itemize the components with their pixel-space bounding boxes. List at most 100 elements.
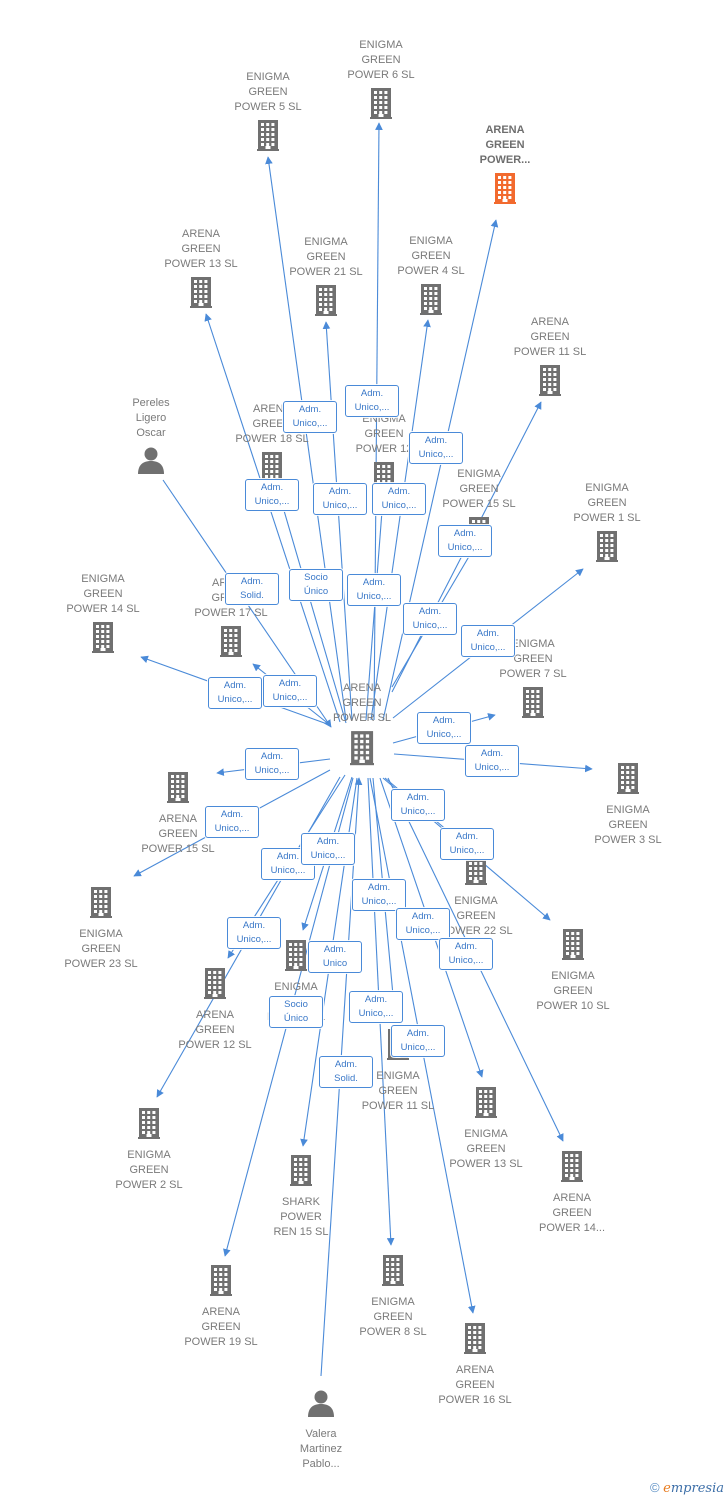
- node-eg1[interactable]: ENIGMA GREEN POWER 1 SL: [547, 481, 667, 567]
- edge-label-eg12[interactable]: Adm. Unico,...: [347, 574, 401, 606]
- edge-center-eg6: [373, 122, 383, 721]
- edge-label-ag13t[interactable]: Adm. Unico,...: [245, 479, 299, 511]
- edge-label-eg15[interactable]: Adm. Unico,...: [403, 603, 457, 635]
- edge-label-eg13[interactable]: Adm. Unico,...: [396, 908, 450, 940]
- edge-label-agp[interactable]: Adm. Unico,...: [409, 432, 463, 464]
- building-icon: [118, 771, 238, 808]
- edge-label-ag14[interactable]: Adm. Unico,...: [439, 938, 493, 970]
- node-valera[interactable]: Valera Martinez Pablo...: [261, 1388, 381, 1472]
- node-label: ENIGMA GREEN POWER 6 SL: [347, 39, 415, 81]
- edge-label-eg4[interactable]: Adm. Unico,...: [372, 483, 426, 515]
- node-center[interactable]: ARENA GREEN POWER SL: [302, 681, 422, 770]
- node-label: ARENA GREEN POWER...: [479, 124, 531, 166]
- node-label: ARENA GREEN POWER 19 SL: [184, 1306, 258, 1348]
- edge-label-ag17[interactable]: Adm. Unico,...: [263, 675, 317, 707]
- edge-label-ag18[interactable]: Socio Único: [289, 569, 343, 601]
- node-eg8[interactable]: ENIGMA GREEN POWER 8 SL: [333, 1254, 453, 1340]
- edge-label-egsl[interactable]: Adm. Unico,...: [301, 833, 355, 865]
- building-icon: [89, 1107, 209, 1144]
- node-ag14[interactable]: ARENA GREEN POWER 14...: [512, 1150, 632, 1236]
- building-icon: [241, 1154, 361, 1191]
- edge-center-eg12: [365, 497, 387, 721]
- building-icon: [568, 762, 688, 799]
- node-label: ARENA GREEN POWER 15 SL: [141, 813, 215, 855]
- node-pereles[interactable]: Pereles Ligero Oscar: [91, 396, 211, 480]
- edge-label-eg3[interactable]: Adm. Unico,...: [465, 745, 519, 777]
- node-eg23[interactable]: ENIGMA GREEN POWER 23 SL: [41, 886, 161, 972]
- edge-center-eg5: [265, 156, 347, 721]
- node-eg22[interactable]: ENIGMA GREEN POWER 22 SL: [416, 853, 536, 939]
- edge-label-eg22[interactable]: Adm. Unico,...: [391, 789, 445, 821]
- edge-label-eg1[interactable]: Adm. Unico,...: [461, 625, 515, 657]
- node-label: ARENA GREEN POWER 13 SL: [164, 228, 238, 270]
- edge-label-shark[interactable]: Adm. Unico: [308, 941, 362, 973]
- edge-label-pereles[interactable]: Adm. Solid.: [225, 573, 279, 605]
- node-agp[interactable]: ARENA GREEN POWER...: [445, 123, 565, 209]
- node-eg2[interactable]: ENIGMA GREEN POWER 2 SL: [89, 1107, 209, 1193]
- footer-brand[interactable]: © empresia: [650, 1480, 724, 1496]
- edge-label-eg14[interactable]: Adm. Unico,...: [208, 677, 262, 709]
- node-ag19[interactable]: ARENA GREEN POWER 19 SL: [161, 1264, 281, 1350]
- node-ag18[interactable]: ARENA GREEN POWER 18 SL: [212, 402, 332, 488]
- edge-center-eg21: [322, 321, 353, 721]
- node-label: ARENA GREEN POWER 11 SL: [513, 316, 587, 358]
- node-label: ENIGMA GREEN POWER 3 SL: [594, 804, 662, 846]
- edge-label-eg5[interactable]: Adm. Unico,...: [283, 401, 337, 433]
- building-icon: [473, 686, 593, 723]
- building-icon: [43, 621, 163, 658]
- edge-label-ag19[interactable]: Socio Único: [269, 996, 323, 1028]
- node-label: ENIGMA GREEN POWER 10 SL: [536, 970, 610, 1012]
- edge-label-eg21[interactable]: Adm. Unico,...: [313, 483, 367, 515]
- node-ag15[interactable]: ARENA GREEN POWER 15 SL: [118, 771, 238, 857]
- node-eg13[interactable]: ENIGMA GREEN POWER 13 SL: [426, 1086, 546, 1172]
- edge-label-eg8[interactable]: Adm. Unico,...: [349, 991, 403, 1023]
- edge-label-ag11[interactable]: Adm. Unico,...: [438, 525, 492, 557]
- building-icon: [141, 276, 261, 313]
- node-label: ENIGMA GREEN POWER 21 SL: [289, 236, 363, 278]
- building-icon: [155, 967, 275, 1004]
- edge-label-ag15[interactable]: Adm. Unico,...: [245, 748, 299, 780]
- node-eg4[interactable]: ENIGMA GREEN POWER 4 SL: [371, 234, 491, 320]
- edge-label-valera[interactable]: Adm. Solid.: [319, 1056, 373, 1088]
- edge-center-agp: [382, 219, 499, 721]
- node-label: Valera Martinez Pablo...: [299, 1428, 343, 1470]
- node-label: ENIGMA GREEN POWER 22 SL: [439, 895, 513, 937]
- node-label: ENIGMA GREEN POWER 5 SL: [234, 71, 302, 113]
- building-icon: [547, 530, 667, 567]
- node-eg14[interactable]: ENIGMA GREEN POWER 14 SL: [43, 572, 163, 658]
- node-eg5[interactable]: ENIGMA GREEN POWER 5 SL: [208, 70, 328, 156]
- edge-label-eg7[interactable]: Adm. Unico,...: [417, 712, 471, 744]
- node-ag16[interactable]: ARENA GREEN POWER 16 SL: [415, 1322, 535, 1408]
- node-eg10[interactable]: ENIGMA GREEN POWER 10 SL: [513, 928, 633, 1014]
- node-label: SHARK POWER REN 15 SL: [273, 1196, 329, 1238]
- node-label: ENIGMA GREEN POWER 4 SL: [397, 235, 465, 277]
- node-shark[interactable]: SHARK POWER REN 15 SL: [241, 1154, 361, 1240]
- node-label: ENIGMA GREEN POWER 11 SL: [361, 1070, 435, 1112]
- building-icon: [333, 1254, 453, 1291]
- building-icon: [236, 939, 356, 976]
- node-ag12[interactable]: ARENA GREEN POWER 12 SL: [155, 967, 275, 1053]
- empresia-logo: empresia: [663, 1481, 724, 1496]
- node-label: ENIGMA GREEN POWER 14 SL: [66, 573, 140, 615]
- node-eg21[interactable]: ENIGMA GREEN POWER 21 SL: [266, 235, 386, 321]
- edge-label-eg11[interactable]: Adm. Unico,...: [352, 879, 406, 911]
- copyright-symbol: ©: [649, 1480, 660, 1495]
- edge-label-eg2[interactable]: Adm. Unico,...: [227, 917, 281, 949]
- node-ag11[interactable]: ARENA GREEN POWER 11 SL: [490, 315, 610, 401]
- building-icon: [513, 928, 633, 965]
- edge-label-eg10[interactable]: Adm. Unico,...: [440, 828, 494, 860]
- building-icon: [416, 853, 536, 890]
- node-ag13t[interactable]: ARENA GREEN POWER 13 SL: [141, 227, 261, 313]
- building-icon: [415, 1322, 535, 1359]
- building-icon: [302, 730, 422, 770]
- node-eg3[interactable]: ENIGMA GREEN POWER 3 SL: [568, 762, 688, 848]
- edge-label-eg23[interactable]: Adm. Unico,...: [205, 806, 259, 838]
- edge-center-ag18: [276, 489, 347, 724]
- edge-label-eg6[interactable]: Adm. Unico,...: [345, 385, 399, 417]
- edge-label-ag16[interactable]: Adm. Unico,...: [391, 1025, 445, 1057]
- node-label: ENIGMA GREEN POWER 7 SL: [499, 638, 567, 680]
- node-eg7[interactable]: ENIGMA GREEN POWER 7 SL: [473, 637, 593, 723]
- node-eg6[interactable]: ENIGMA GREEN POWER 6 SL: [321, 38, 441, 124]
- node-label: ENIGMA GREEN POWER 8 SL: [359, 1296, 427, 1338]
- building-icon: [208, 119, 328, 156]
